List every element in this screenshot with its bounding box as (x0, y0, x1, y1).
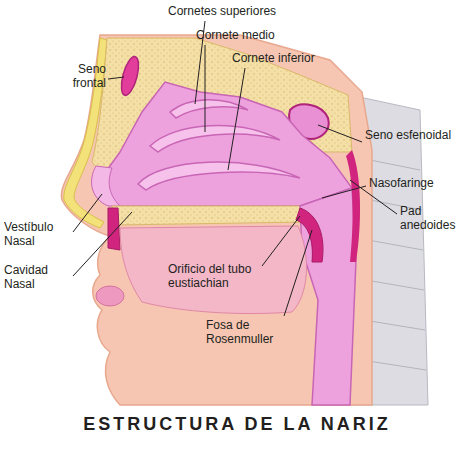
part-label: Cornete inferior (232, 51, 352, 65)
part-label: Nasofaringe (369, 176, 469, 190)
head-skin (61, 35, 372, 405)
part-label: Seno frontal (52, 62, 106, 90)
frontal-sinus (118, 55, 142, 97)
part-label: Cornetes superiores (168, 4, 308, 18)
middle-turbinate (150, 126, 280, 152)
part-label: Cornete medio (196, 28, 306, 42)
part-label: Seno esfenoidal (365, 128, 455, 142)
part-label: Pad anedoides (400, 204, 470, 232)
lips (96, 286, 124, 306)
diagram-title: ESTRUCTURA DE LA NARIZ (0, 414, 474, 435)
superior-turbinate (170, 100, 248, 118)
part-label: Fosa de Rosenmuller (206, 318, 292, 346)
inferior-turbinate (138, 162, 300, 190)
upper-lip-muscle (108, 208, 120, 250)
nasal-cavity (103, 82, 352, 206)
part-label: Orificio del tubo eustiachian (168, 262, 264, 290)
oral-cavity (120, 226, 307, 314)
part-label: Vestíbulo Nasal (4, 220, 72, 248)
part-label: Cavidad Nasal (4, 263, 72, 291)
hard-palate (112, 206, 306, 225)
leader-lines (73, 21, 397, 316)
nasal-vestibule (92, 166, 120, 206)
adenoid-pad (346, 150, 360, 262)
